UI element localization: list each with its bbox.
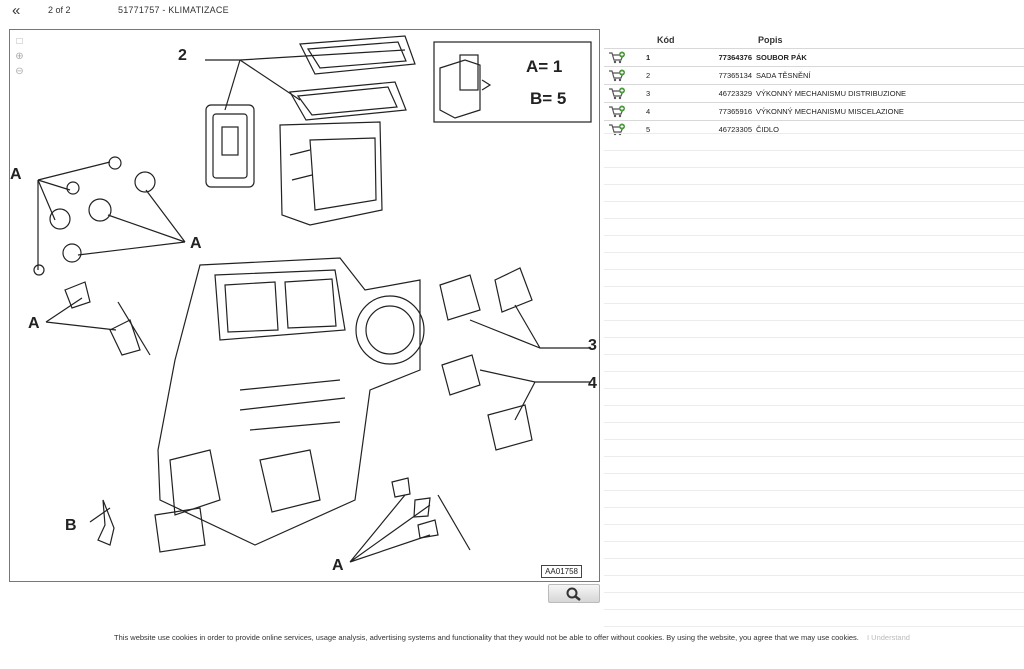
cookie-accept-link[interactable]: I Understand bbox=[867, 633, 910, 642]
add-to-cart-icon[interactable] bbox=[608, 87, 626, 102]
parts-rows: 1 77364376 SOUBOR PÁK 2 77365134 SADA TĚSNĚNÍ… bbox=[604, 48, 1024, 138]
callout-2: 2 bbox=[178, 47, 187, 64]
row-description: SOUBOR PÁK bbox=[756, 53, 807, 62]
row-position: 4 bbox=[646, 107, 651, 116]
callout-3: 3 bbox=[588, 337, 597, 354]
top-bar: « 2 of 2 51771757 - KLIMATIZACE bbox=[0, 0, 1024, 22]
column-header-code: Kód bbox=[657, 35, 675, 45]
parts-table: Kód Popis 1 77364376 SOUBOR PÁK 2 77365134 SA… bbox=[604, 29, 1024, 633]
row-position: 5 bbox=[646, 125, 651, 134]
row-part-code: 46723329 bbox=[718, 89, 752, 98]
row-description: VÝKONNÝ MECHANISMU MISCELAZIONE bbox=[756, 107, 904, 116]
zoom-toolbar: □ ⊕ ⊖ bbox=[14, 36, 26, 81]
zoom-out-icon[interactable]: ⊖ bbox=[15, 66, 24, 77]
row-description: VÝKONNÝ MECHANISMU DISTRIBUZIONE bbox=[756, 89, 907, 98]
search-button[interactable] bbox=[548, 584, 600, 603]
row-position: 3 bbox=[646, 89, 651, 98]
row-position: 1 bbox=[646, 53, 651, 62]
zoom-fit-icon[interactable]: □ bbox=[16, 36, 23, 47]
callout-4: 4 bbox=[588, 375, 597, 392]
row-part-code: 77365916 bbox=[718, 107, 752, 116]
cookie-text: This website use cookies in order to pro… bbox=[114, 633, 859, 642]
column-header-description: Popis bbox=[758, 35, 783, 45]
cookie-banner: This website use cookies in order to pro… bbox=[0, 633, 1024, 642]
exploded-view-drawing: 2 A A A B A 3 4 A= 1 B= 5 bbox=[10, 35, 597, 574]
add-to-cart-icon[interactable] bbox=[608, 51, 626, 66]
callout-a-mid: A bbox=[190, 235, 202, 252]
zoom-in-icon[interactable]: ⊕ bbox=[15, 51, 24, 62]
callout-b: B bbox=[65, 517, 77, 534]
back-double-chevron-icon[interactable]: « bbox=[12, 2, 21, 19]
page-title: 51771757 - KLIMATIZACE bbox=[118, 5, 229, 15]
callout-a-bottom: A bbox=[332, 557, 344, 574]
add-to-cart-icon[interactable] bbox=[608, 105, 626, 120]
parts-diagram[interactable]: 2 A A A B A 3 4 A= 1 B= 5 □ ⊕ ⊖ AA01758 bbox=[9, 29, 600, 582]
table-row: 1 77364376 SOUBOR PÁK bbox=[604, 48, 1024, 66]
page-indicator: 2 of 2 bbox=[48, 5, 71, 15]
row-part-code: 46723305 bbox=[718, 125, 752, 134]
legend-b: B= 5 bbox=[530, 89, 566, 108]
magnifier-icon bbox=[566, 587, 581, 601]
diagram-reference: AA01758 bbox=[541, 565, 582, 578]
empty-rows bbox=[604, 133, 1024, 633]
legend-a: A= 1 bbox=[526, 57, 562, 76]
row-description: ČIDLO bbox=[756, 125, 779, 134]
row-position: 2 bbox=[646, 71, 651, 80]
row-description: SADA TĚSNĚNÍ bbox=[756, 71, 811, 80]
row-part-code: 77364376 bbox=[718, 53, 752, 62]
callout-a-low: A bbox=[28, 315, 40, 332]
table-row: 3 46723329 VÝKONNÝ MECHANISMU DISTRIBUZION… bbox=[604, 84, 1024, 102]
table-row: 4 77365916 VÝKONNÝ MECHANISMU MISCELAZIONE bbox=[604, 102, 1024, 120]
add-to-cart-icon[interactable] bbox=[608, 69, 626, 84]
row-part-code: 77365134 bbox=[718, 71, 752, 80]
table-row: 2 77365134 SADA TĚSNĚNÍ bbox=[604, 66, 1024, 84]
callout-a-left: A bbox=[10, 166, 22, 183]
